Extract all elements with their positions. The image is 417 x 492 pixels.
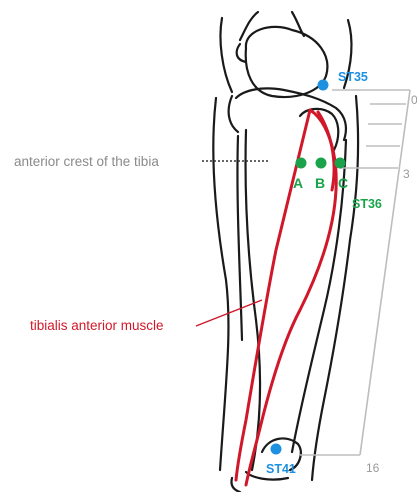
st35-label: ST35 <box>338 70 368 84</box>
st41-label: ST41 <box>266 462 296 476</box>
crest-label: anterior crest of the tibia <box>14 154 159 169</box>
point-a <box>296 158 307 169</box>
point-a-label: A <box>293 175 303 191</box>
point-c <box>335 158 346 169</box>
st35-point <box>318 80 329 91</box>
scale-label-top: 0 <box>411 93 417 107</box>
point-b-label: B <box>315 175 325 191</box>
scale-label-bottom: 16 <box>366 461 380 475</box>
st41-point <box>271 444 282 455</box>
st36-label: ST36 <box>352 197 382 211</box>
point-c-label: C <box>338 175 348 191</box>
leg-outline <box>213 12 358 492</box>
point-b <box>316 158 327 169</box>
scale-label-mid: 3 <box>403 167 410 181</box>
muscle-label: tibialis anterior muscle <box>30 318 164 333</box>
